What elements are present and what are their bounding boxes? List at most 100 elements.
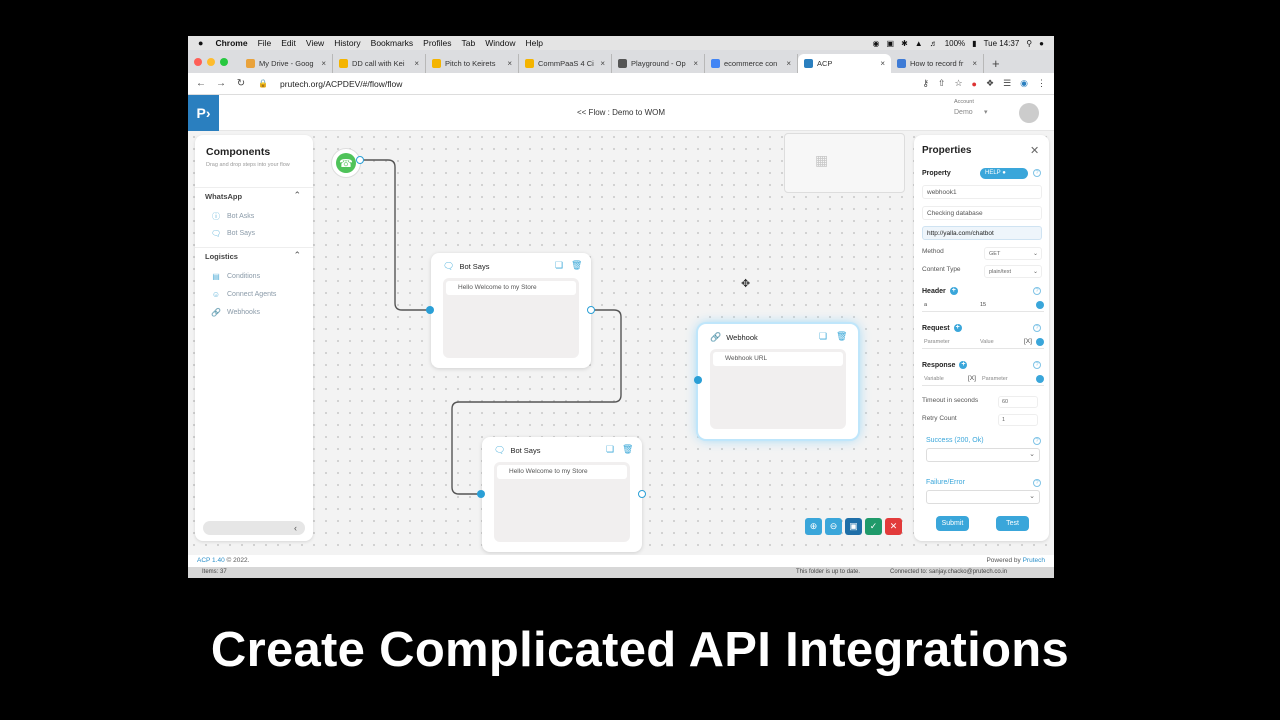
input-port[interactable] bbox=[426, 306, 434, 314]
copy-icon[interactable]: ❏ bbox=[555, 260, 564, 270]
request-row[interactable]: Parameter Value [X] bbox=[922, 337, 1044, 349]
tab-close-icon[interactable]: × bbox=[507, 59, 512, 68]
apple-icon[interactable]: ● bbox=[198, 38, 204, 48]
flow-title[interactable]: << Flow : Demo to WOM bbox=[576, 108, 666, 117]
copy-icon[interactable]: ❏ bbox=[819, 331, 828, 341]
zoom-in-icon[interactable]: ⊕ bbox=[805, 518, 822, 535]
input-port[interactable] bbox=[477, 490, 485, 498]
menu-profiles[interactable]: Profiles bbox=[423, 38, 452, 48]
retry-input[interactable]: 1 bbox=[998, 414, 1038, 426]
start-output-port[interactable] bbox=[356, 156, 364, 164]
flow-canvas[interactable]: Components Drag and drop steps into your… bbox=[188, 131, 1054, 555]
save-icon[interactable]: ▣ bbox=[845, 518, 862, 535]
control-center-icon[interactable]: ● bbox=[1039, 38, 1044, 48]
prutech-logo[interactable]: P› bbox=[188, 95, 219, 131]
wifi-icon[interactable]: ▲ bbox=[914, 38, 923, 48]
add-request-icon[interactable]: + bbox=[953, 324, 962, 332]
trash-icon[interactable]: 🗑 bbox=[571, 260, 583, 270]
reading-list-icon[interactable]: ☰ bbox=[1003, 78, 1012, 88]
menu-history[interactable]: History bbox=[334, 38, 361, 48]
close-icon[interactable]: ✕ bbox=[885, 518, 902, 535]
tab-close-icon[interactable]: × bbox=[414, 59, 419, 68]
collapse-panel-button[interactable]: ‹ bbox=[203, 521, 305, 535]
component-connect-agents[interactable]: ☺Connect Agents bbox=[211, 290, 277, 299]
brand-link[interactable]: Prutech bbox=[1022, 557, 1045, 564]
node-message[interactable]: Hello Welcome to my Store bbox=[497, 465, 627, 479]
content-type-select[interactable]: plain/text⌄ bbox=[984, 265, 1042, 278]
variable-insert-icon[interactable]: [X] bbox=[1024, 338, 1032, 345]
chevron-up-icon[interactable]: ⌃ bbox=[293, 250, 301, 260]
close-window-icon[interactable] bbox=[194, 58, 202, 66]
key-icon[interactable]: ⚷ bbox=[922, 78, 929, 88]
menu-help[interactable]: Help bbox=[525, 38, 543, 48]
forward-icon[interactable]: → bbox=[216, 78, 226, 89]
avatar[interactable] bbox=[1019, 103, 1039, 123]
help-icon[interactable]: ? bbox=[1033, 361, 1041, 369]
volume-icon[interactable]: ♬ bbox=[929, 38, 938, 48]
test-button[interactable]: Test bbox=[996, 516, 1029, 531]
node-message[interactable]: Webhook URL bbox=[713, 352, 843, 366]
header-remove-icon[interactable] bbox=[1036, 301, 1044, 309]
section-whatsapp[interactable]: WhatsApp ⌃ bbox=[195, 187, 313, 203]
help-toggle[interactable]: HELP ● bbox=[980, 168, 1028, 179]
account-name[interactable]: Demo bbox=[954, 109, 973, 116]
node-bot-says-1[interactable]: 🗨Bot Says ❏ 🗑 Hello Welcome to my Store bbox=[431, 253, 591, 368]
tab-close-icon[interactable]: × bbox=[972, 59, 977, 68]
new-tab-icon[interactable]: + bbox=[992, 56, 1000, 71]
request-remove-icon[interactable] bbox=[1036, 338, 1044, 346]
tab-close-icon[interactable]: × bbox=[880, 59, 885, 68]
lock-icon[interactable]: 🔒 bbox=[258, 79, 268, 88]
menu-app[interactable]: Chrome bbox=[215, 38, 248, 48]
component-bot-says[interactable]: 🗨Bot Says bbox=[211, 229, 256, 238]
tab-close-icon[interactable]: × bbox=[786, 59, 791, 68]
tab-close-icon[interactable]: × bbox=[600, 59, 605, 68]
description-input[interactable]: Checking database bbox=[922, 206, 1042, 220]
screen-icon[interactable]: ▣ bbox=[886, 38, 895, 48]
node-message[interactable]: Hello Welcome to my Store bbox=[446, 281, 576, 295]
node-webhook[interactable]: 🔗Webhook ❏ 🗑 Webhook URL bbox=[698, 324, 858, 439]
browser-tab[interactable]: ecommerce con× bbox=[705, 54, 798, 73]
browser-tab-active[interactable]: ACP× bbox=[798, 54, 891, 73]
trash-icon[interactable]: 🗑 bbox=[836, 331, 848, 341]
success-select[interactable]: ⌄ bbox=[926, 448, 1040, 462]
add-header-icon[interactable]: + bbox=[949, 287, 958, 295]
help-icon[interactable]: ? bbox=[1033, 479, 1041, 487]
output-port[interactable] bbox=[638, 490, 646, 498]
help-icon[interactable]: ? bbox=[1033, 324, 1041, 332]
url-input[interactable]: http://yalla.com/chatbot bbox=[922, 226, 1042, 240]
puzzle-icon[interactable]: ❖ bbox=[985, 78, 995, 88]
response-row[interactable]: Variable [X] Parameter bbox=[922, 374, 1044, 386]
battery-icon[interactable]: ▮ bbox=[972, 38, 977, 48]
back-icon[interactable]: ← bbox=[196, 78, 206, 89]
minimize-window-icon[interactable] bbox=[207, 58, 215, 66]
browser-tab[interactable]: CommPaaS 4 Ci× bbox=[519, 54, 612, 73]
menu-view[interactable]: View bbox=[305, 38, 325, 48]
clock[interactable]: Tue 14:37 bbox=[983, 38, 1020, 48]
share-icon[interactable]: ⇧ bbox=[937, 78, 946, 88]
menu-tab[interactable]: Tab bbox=[461, 38, 476, 48]
browser-tab[interactable]: DD call with Kei× bbox=[333, 54, 426, 73]
record-icon[interactable]: ◉ bbox=[872, 38, 880, 48]
bluetooth-icon[interactable]: ✱ bbox=[901, 38, 908, 48]
copy-icon[interactable]: ❏ bbox=[606, 444, 615, 454]
menu-window[interactable]: Window bbox=[485, 38, 516, 48]
chevron-up-icon[interactable]: ⌃ bbox=[293, 190, 301, 200]
kebab-menu-icon[interactable]: ⋮ bbox=[1037, 78, 1046, 88]
chevron-down-icon[interactable]: ▾ bbox=[984, 109, 988, 116]
add-response-icon[interactable]: + bbox=[959, 361, 968, 369]
menu-file[interactable]: File bbox=[257, 38, 272, 48]
url-field[interactable]: prutech.org/ACPDEV/#/flow/flow bbox=[279, 78, 403, 89]
zoom-window-icon[interactable] bbox=[220, 58, 228, 66]
browser-tab[interactable]: Playground - Op× bbox=[612, 54, 705, 73]
check-icon[interactable]: ✓ bbox=[865, 518, 882, 535]
method-select[interactable]: GET⌄ bbox=[984, 247, 1042, 260]
input-port[interactable] bbox=[694, 376, 702, 384]
node-bot-says-2[interactable]: 🗨Bot Says ❏ 🗑 Hello Welcome to my Store bbox=[482, 437, 642, 552]
submit-button[interactable]: Submit bbox=[936, 516, 969, 531]
browser-tab[interactable]: My Drive - Goog× bbox=[240, 54, 333, 73]
spotlight-icon[interactable]: ⚲ bbox=[1026, 38, 1033, 48]
extension-icon[interactable]: ● bbox=[971, 78, 977, 89]
browser-tab[interactable]: How to record fr× bbox=[891, 54, 984, 73]
tab-close-icon[interactable]: × bbox=[321, 59, 326, 68]
help-icon[interactable]: ? bbox=[1033, 169, 1041, 177]
